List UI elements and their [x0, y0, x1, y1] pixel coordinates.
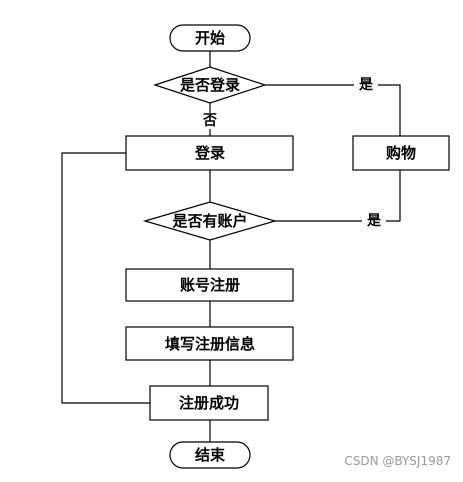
watermark: CSDN @BYSJ1987	[344, 454, 451, 468]
edge-label-backing	[199, 113, 221, 129]
login-label: 登录	[194, 144, 225, 162]
edge-decision-login-yes-to-shopping	[265, 84, 401, 136]
edge-shopping-to-decision-account	[275, 170, 401, 222]
edge-label-backing	[362, 213, 386, 229]
fill-info-label: 填写注册信息	[165, 335, 255, 353]
decision-has-account-label: 是否有账户	[171, 212, 247, 230]
edge-label-logged-in-yes: 是	[359, 77, 374, 93]
edge-label-logged-in-no: 否	[202, 113, 217, 129]
shopping-label: 购物	[386, 144, 416, 162]
edge-label-backing	[354, 77, 378, 93]
register-account-box	[125, 268, 294, 302]
register-success-box	[149, 385, 269, 421]
shopping-box	[352, 135, 450, 171]
decision-logged-in-label: 是否登录	[179, 76, 240, 94]
login-box	[125, 135, 294, 171]
fill-info-box	[125, 326, 294, 361]
end-terminal	[169, 441, 251, 469]
edge-login-loop-to-success	[61, 152, 150, 404]
register-success-label: 注册成功	[179, 394, 239, 412]
start-terminal	[169, 24, 251, 52]
end-label: 结束	[195, 446, 226, 464]
register-account-label: 账号注册	[180, 276, 240, 294]
decision-logged-in-shape	[153, 66, 267, 104]
edge-label-has-account-yes: 是	[367, 213, 382, 229]
decision-has-account-shape	[142, 201, 278, 241]
start-label: 开始	[195, 29, 225, 47]
